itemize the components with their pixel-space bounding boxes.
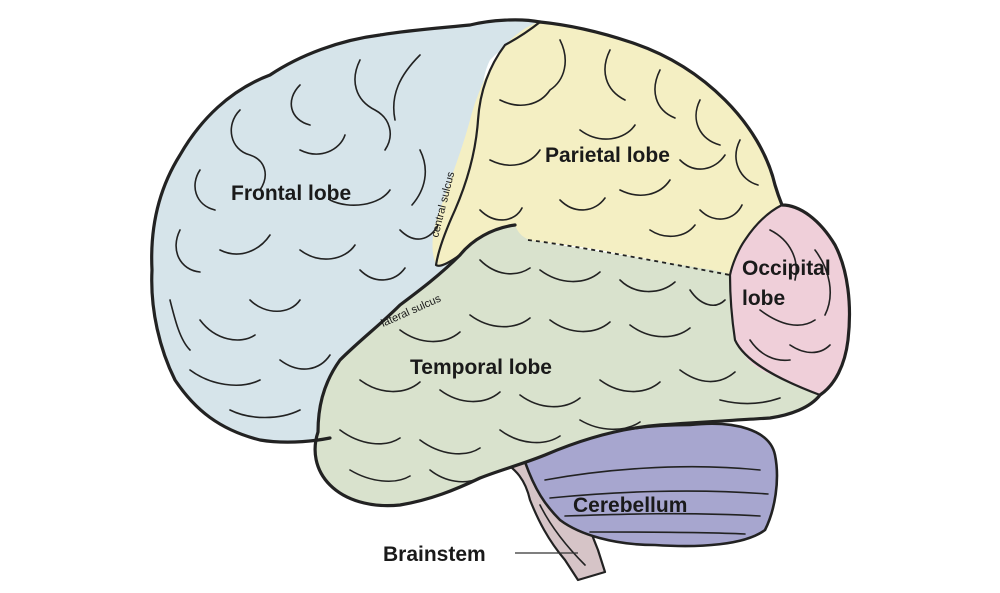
frontal-lobe-label: Frontal lobe xyxy=(231,182,351,205)
cerebellum-label: Cerebellum xyxy=(573,494,687,517)
parietal-lobe-label: Parietal lobe xyxy=(545,144,670,167)
occipital-lobe-label-line1: Occipital xyxy=(742,257,831,280)
occipital-lobe-label-line2: lobe xyxy=(742,287,785,310)
temporal-lobe-label: Temporal lobe xyxy=(410,356,552,379)
occipital-lobe-region xyxy=(730,205,850,395)
brainstem-label: Brainstem xyxy=(383,543,486,566)
frontal-lobe-region xyxy=(151,19,540,443)
